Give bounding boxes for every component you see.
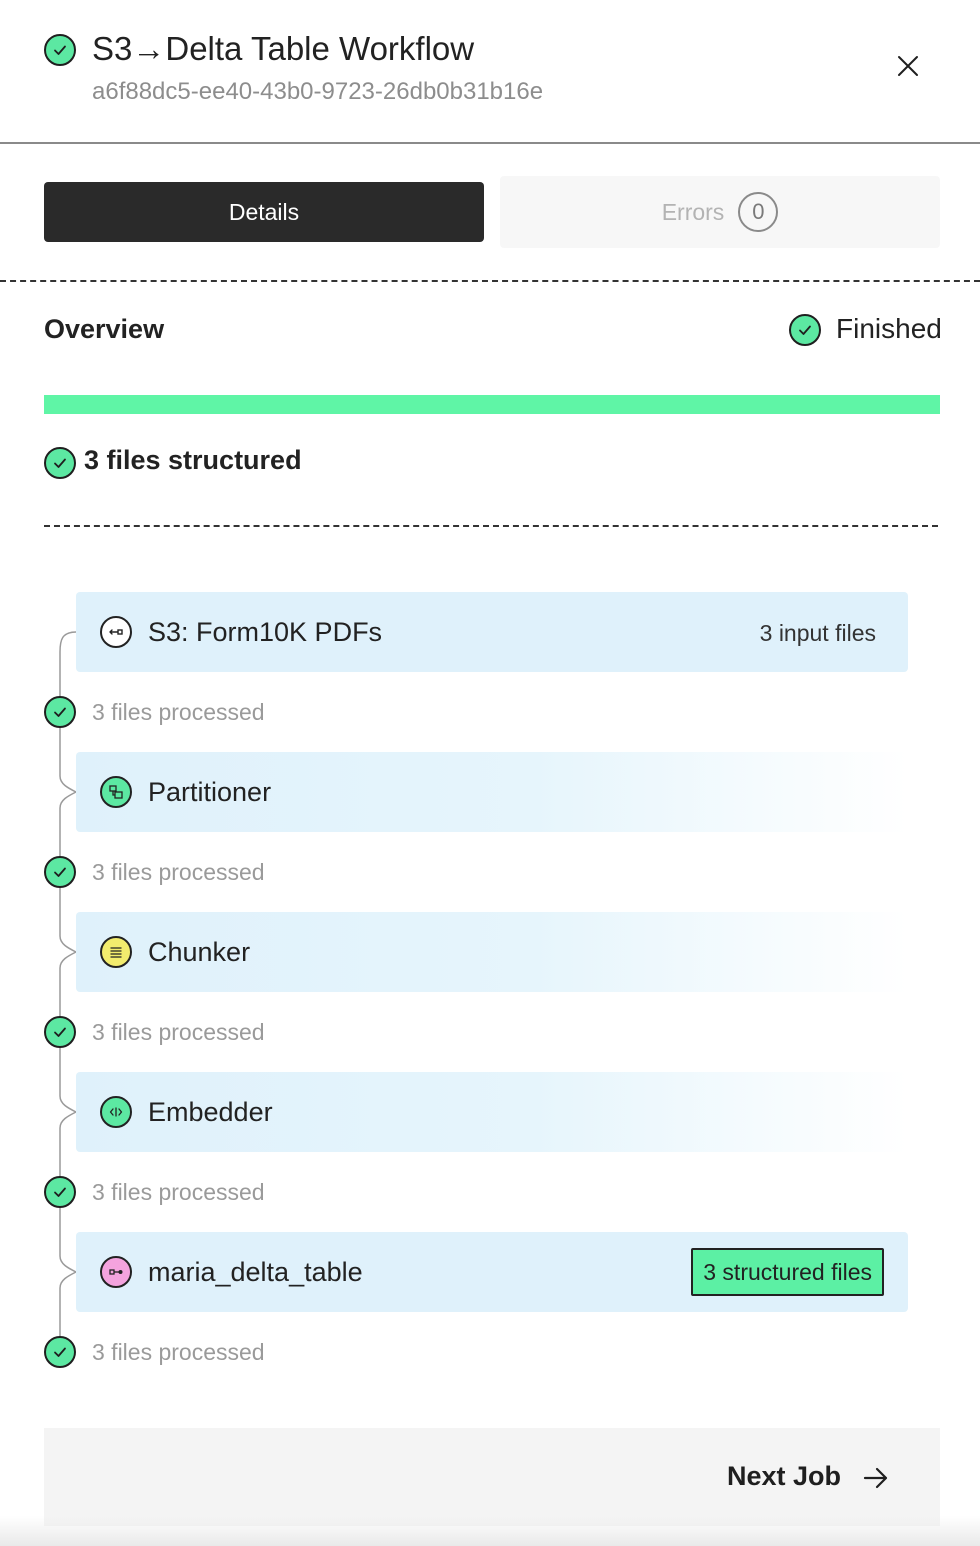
source-connector-icon (100, 616, 132, 648)
pipeline-node-partitioner[interactable]: Partitioner (76, 752, 908, 832)
chunker-icon (100, 936, 132, 968)
tab-errors[interactable]: Errors 0 (500, 176, 940, 248)
step-check-icon (44, 856, 76, 888)
progress-bar (44, 395, 940, 414)
step-check-icon (44, 1336, 76, 1368)
section-divider (0, 280, 980, 282)
structured-files-badge: 3 structured files (691, 1248, 884, 1296)
pipeline-node-embedder[interactable]: Embedder (76, 1072, 908, 1152)
close-icon (898, 56, 918, 76)
pipeline-node-label: Embedder (148, 1097, 273, 1127)
pipeline-node-chunker[interactable]: Chunker (76, 912, 908, 992)
step-files-processed: 3 files processed (92, 1339, 265, 1365)
pipeline-node-label: S3: Form10K PDFs (148, 617, 383, 647)
step-files-processed: 3 files processed (92, 1179, 265, 1205)
destination-connector-icon (100, 1256, 132, 1288)
step-check-icon (44, 1176, 76, 1208)
progress-bar-fill (44, 395, 940, 414)
step-check-icon (44, 1016, 76, 1048)
step-check-icon (44, 696, 76, 728)
step-files-processed: 3 files processed (92, 699, 265, 725)
finished-check-icon (789, 314, 821, 346)
workflow-title: S3→Delta Table Workflow (92, 30, 475, 67)
tab-errors-label: Errors (661, 198, 725, 225)
input-files-count: 3 input files (759, 620, 876, 646)
step-files-processed: 3 files processed (92, 1019, 265, 1045)
step-files-processed: 3 files processed (92, 859, 265, 885)
workflow-status-check-icon (44, 34, 76, 66)
pipeline-node-destination[interactable]: maria_delta_table 3 structured files (76, 1232, 908, 1312)
status-label: Finished (836, 313, 942, 344)
pipeline-node-label: maria_delta_table (148, 1257, 363, 1287)
pipeline-node-source[interactable]: S3: Form10K PDFs 3 input files (76, 592, 908, 672)
partitioner-icon (100, 776, 132, 808)
next-job-label: Next Job (726, 1461, 841, 1491)
files-structured-summary: 3 files structured (84, 445, 302, 475)
pipeline-node-label: Chunker (148, 937, 251, 967)
arrow-right-icon (863, 1467, 888, 1489)
errors-count-badge: 0 (738, 192, 779, 232)
next-job-button[interactable]: Next Job (44, 1428, 940, 1526)
summary-check-icon (44, 447, 76, 479)
tab-details[interactable]: Details (44, 182, 484, 242)
job-id: a6f88dc5-ee40-43b0-9723-26db0b31b16e (92, 78, 544, 105)
pipeline-node-label: Partitioner (148, 777, 272, 807)
footer-shadow (0, 1516, 980, 1546)
close-button[interactable] (888, 46, 928, 86)
panel-header: S3→Delta Table Workflow a6f88dc5-ee40-43… (0, 0, 980, 144)
overview-divider (44, 525, 938, 527)
overview-title: Overview (44, 314, 165, 344)
tab-details-label: Details (228, 198, 300, 225)
embedder-icon (100, 1096, 132, 1128)
